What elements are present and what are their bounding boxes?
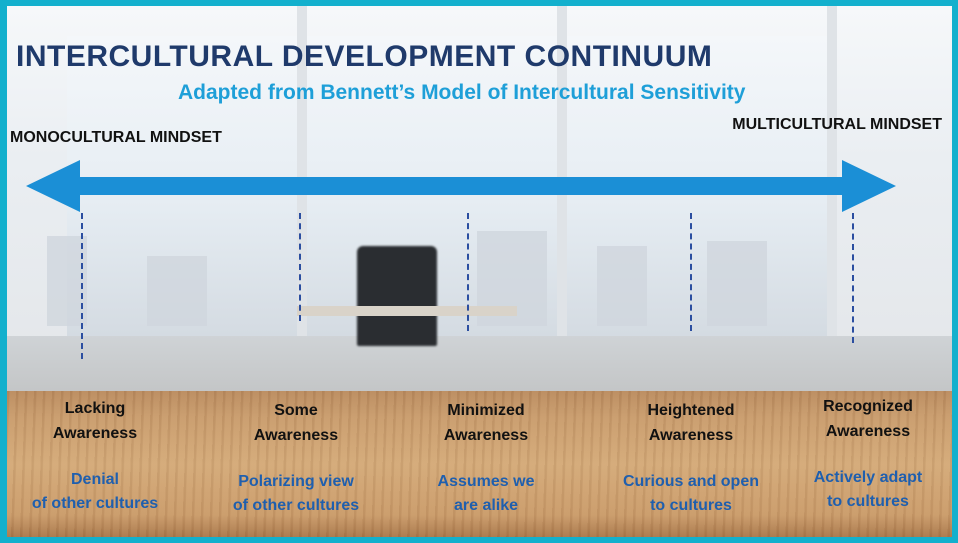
continuum-double-arrow — [26, 160, 896, 212]
multicultural-mindset-label: MULTICULTURAL MINDSET — [732, 116, 942, 133]
monocultural-mindset-label: MONOCULTURAL MINDSET — [10, 129, 222, 146]
stage-tick — [852, 213, 854, 343]
stage-tick — [81, 213, 83, 359]
desk — [297, 306, 517, 316]
page-subtitle: Adapted from Bennett’s Model of Intercul… — [178, 81, 746, 104]
arrow-left-head — [26, 160, 896, 212]
stage-tick — [467, 213, 469, 331]
office-chair — [357, 246, 437, 346]
wood-surface — [7, 391, 952, 537]
page-title: INTERCULTURAL DEVELOPMENT CONTINUUM — [16, 40, 713, 73]
stage-tick — [690, 213, 692, 331]
stage-tick — [299, 213, 301, 321]
